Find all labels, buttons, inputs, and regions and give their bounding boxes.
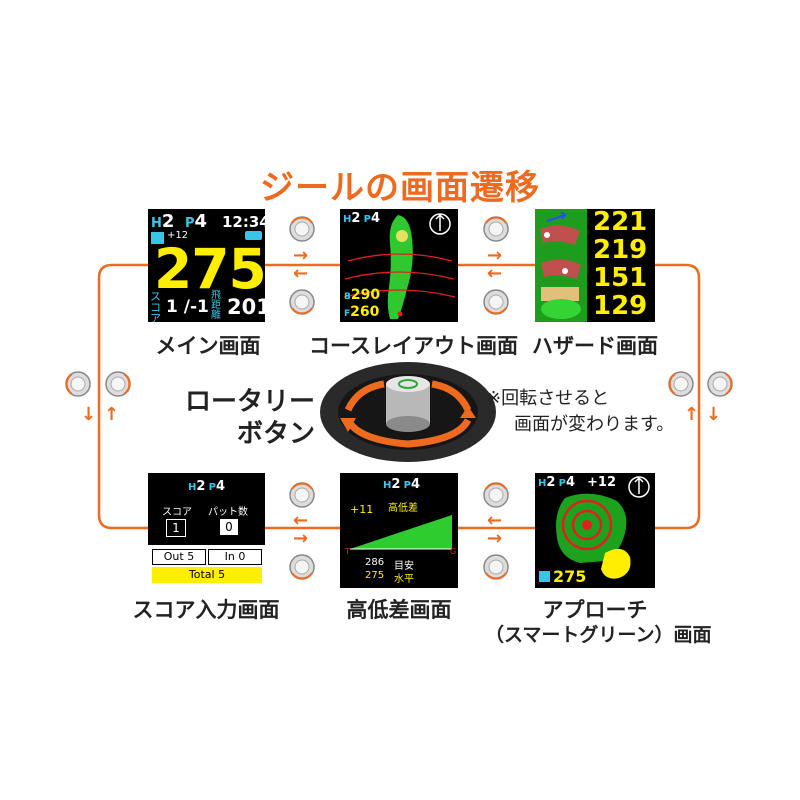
elevation-screen: H2 P4 +11 高低差 T G 286 275 目安 水平 <box>340 473 458 588</box>
par-number: 4 <box>216 479 225 494</box>
arrow-down-icon: ↓ <box>81 406 96 424</box>
putt-input[interactable]: 0 <box>220 519 238 535</box>
rotate-icon <box>706 370 734 398</box>
rotate-icon <box>64 370 92 398</box>
arrow-right-icon: → <box>487 530 502 548</box>
distance-1: 286 <box>365 557 384 568</box>
par-number: 4 <box>566 475 575 490</box>
par-number: 4 <box>195 211 208 232</box>
knob-label-line-2: ボタン <box>185 418 315 450</box>
main-screen-caption: メイン画面 <box>128 330 288 360</box>
flag-icon <box>539 571 550 582</box>
hole-number: 2 <box>351 211 360 226</box>
approach-screen-caption-2: （スマートグリーン）画面 <box>485 620 705 647</box>
rotation-note: ※回転させると 画面が変わります。 <box>486 386 674 438</box>
hazard-distance-2: 219 <box>593 236 647 264</box>
approach-screen: H2 P4 +12 275 <box>535 473 655 588</box>
score-label: スコア <box>150 291 163 322</box>
clock: 12:34 <box>222 213 265 231</box>
elevation-screen-caption: 高低差画面 <box>319 594 479 624</box>
green-marker: G <box>450 547 456 556</box>
putt-label: パット数 <box>208 503 248 518</box>
hazard-map <box>535 209 587 322</box>
back-letter: B <box>344 292 351 302</box>
par-letter: P <box>209 482 216 493</box>
rotate-icon <box>482 215 510 243</box>
distance-value: 275 <box>553 567 586 586</box>
rotate-icon <box>288 288 316 316</box>
knob-label: ロータリー ボタン <box>185 386 315 450</box>
hazard-screen-caption: ハザード画面 <box>515 330 675 360</box>
score-value: 1 /-1 <box>166 297 209 317</box>
hazard-distance-4: 129 <box>593 292 647 320</box>
rotate-icon <box>288 215 316 243</box>
arrow-left-icon: ← <box>293 265 308 283</box>
tee-marker: T <box>345 547 350 556</box>
score-input-screen: H2 P4 スコア パット数 1 0 Out 5 In 0 Total 5 <box>148 473 265 588</box>
rotary-knob[interactable] <box>318 360 498 466</box>
layout-screen: H2 P4 B290 F260 <box>340 209 458 322</box>
in-total: In 0 <box>208 549 262 565</box>
level-label: 水平 <box>394 570 414 585</box>
par-number: 4 <box>371 211 380 226</box>
layout-screen-caption: コースレイアウト画面 <box>309 330 489 360</box>
score-input-screen-caption: スコア入力画面 <box>126 594 286 624</box>
front-distance: 260 <box>350 304 379 320</box>
arrow-down-icon: ↓ <box>706 406 721 424</box>
rotate-icon <box>288 553 316 581</box>
arrow-up-icon: ↑ <box>684 406 699 424</box>
par-letter: P <box>364 214 371 225</box>
note-line-2: 画面が変わります。 <box>486 412 674 438</box>
rotate-icon <box>482 553 510 581</box>
rotate-icon <box>104 370 132 398</box>
rotate-icon <box>288 481 316 509</box>
carry-value: 201 <box>227 295 265 319</box>
note-line-1: ※回転させると <box>486 386 674 412</box>
par-letter: P <box>559 478 566 489</box>
elevation-diff: +12 <box>587 475 616 490</box>
main-screen: H2 P4 12:34 +12 275 スコア 1 /-1 飛距離 201 <box>148 209 265 322</box>
rotate-icon <box>667 370 695 398</box>
hazard-screen: 221 219 151 129 <box>535 209 655 322</box>
knob-label-line-1: ロータリー <box>185 386 315 418</box>
carry-label: 飛距離 <box>211 291 223 321</box>
back-distance: 290 <box>351 287 380 303</box>
hole-number: 2 <box>196 479 205 494</box>
par-letter: P <box>185 216 195 231</box>
score-label: スコア <box>162 503 192 518</box>
hole-number: 2 <box>546 475 555 490</box>
arrow-up-icon: ↑ <box>104 406 119 424</box>
grand-total: Total 5 <box>152 567 262 583</box>
hole-letter: H <box>151 216 162 231</box>
rotate-icon <box>482 481 510 509</box>
arrow-right-icon: → <box>293 530 308 548</box>
distance-value: 275 <box>154 237 265 301</box>
hazard-distance-1: 221 <box>593 209 647 236</box>
distance-2: 275 <box>365 570 384 581</box>
hazard-distance-3: 151 <box>593 264 647 292</box>
rotate-icon <box>482 288 510 316</box>
arrow-left-icon: ← <box>487 265 502 283</box>
hole-number: 2 <box>162 211 175 232</box>
out-total: Out 5 <box>152 549 206 565</box>
score-input[interactable]: 1 <box>166 519 186 537</box>
